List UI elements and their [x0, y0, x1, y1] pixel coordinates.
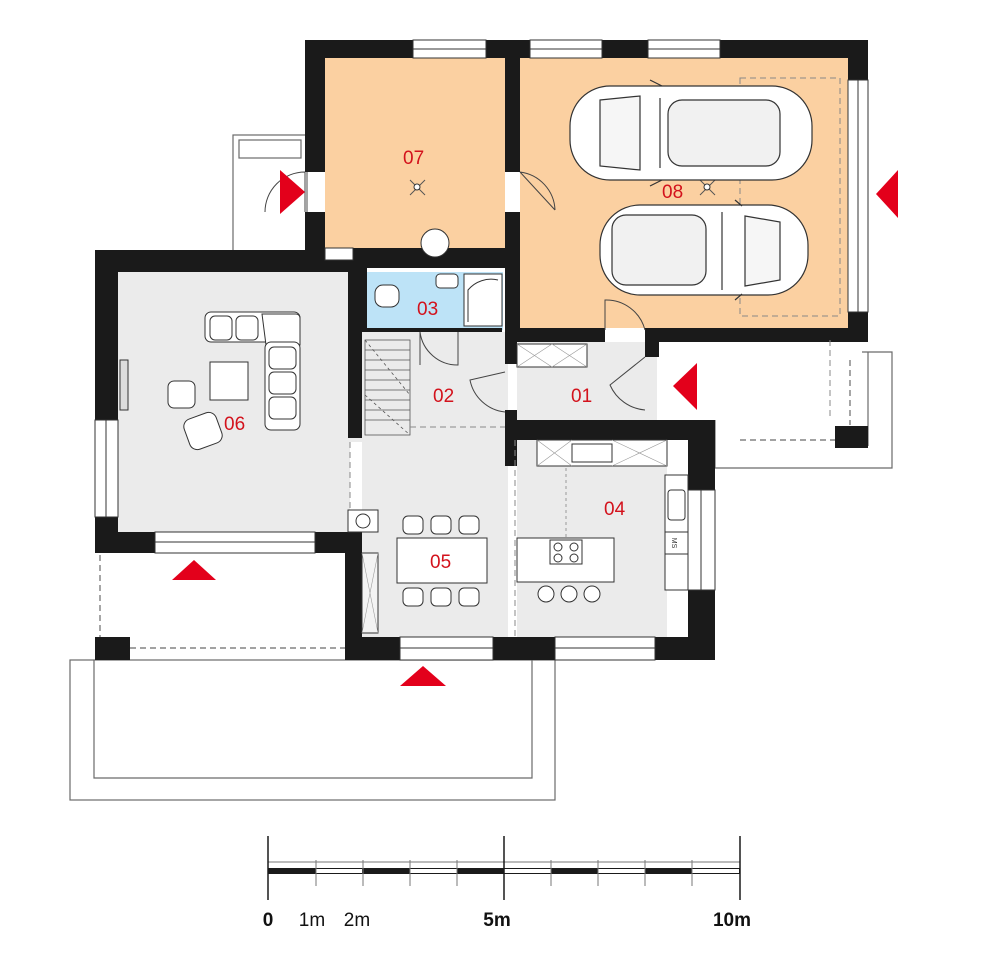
room-label-07: 07: [403, 148, 424, 169]
door-hall: [469, 371, 506, 413]
door-garage-entry: [604, 299, 646, 331]
scale-label-5m: 5m: [483, 910, 510, 931]
floor-hall: [350, 332, 508, 442]
armchair: [183, 411, 223, 451]
car-top: [569, 79, 813, 187]
wall-garage-top-3: [720, 40, 868, 58]
vestibule-cabinet: [516, 343, 588, 368]
arrow-entry: [673, 363, 697, 410]
arrow-dining: [400, 666, 446, 686]
wall-corner-pillar: [835, 426, 868, 448]
car-space: [739, 77, 841, 317]
wall-entry-right: [645, 342, 659, 357]
wall-dining-left: [345, 532, 362, 660]
wall-bath-bottom: [362, 328, 502, 332]
wall-kitchen-right-top: [688, 420, 715, 490]
wall-garage-bottom-left: [505, 328, 605, 342]
room-label-06: 06: [224, 414, 245, 435]
wall-garage-top-1: [505, 40, 530, 58]
dining-table: [396, 537, 488, 584]
room-label-02: 02: [433, 386, 454, 407]
washer: [420, 228, 450, 258]
room-label-05: 05: [430, 552, 451, 573]
terrace-outlines: [69, 134, 893, 801]
wall-stair-left: [348, 268, 362, 438]
wall-bath-left: [362, 268, 367, 332]
wall-front-2: [493, 637, 555, 660]
cars: [569, 79, 813, 301]
wall-front-3: [655, 637, 715, 660]
wall-middle-bottom: [505, 212, 520, 342]
entry-terrace: [714, 351, 893, 469]
dining-furniture: [347, 509, 488, 634]
wall-utility-top-left: [305, 40, 413, 58]
front-terrace-inner: [93, 660, 533, 779]
fridge: [664, 531, 689, 555]
windows: [94, 39, 869, 661]
wall-living-left-top: [95, 250, 118, 420]
wall-garage-bottom-right: [645, 328, 868, 342]
coffee-table: [209, 361, 249, 401]
utility-items: [324, 179, 716, 261]
door-bath: [419, 331, 459, 366]
sink: [667, 489, 686, 521]
side-terrace-left-bench: [238, 139, 302, 159]
thin-walls: [348, 268, 502, 438]
wall-entry-bottom: [505, 420, 715, 440]
entry-arrows: [172, 170, 898, 686]
scale-bar: 0 1m 2m 5m 10m: [263, 836, 751, 931]
scale-label-0: 0: [263, 910, 274, 931]
wall-living-bottom-left: [95, 532, 155, 553]
wall-front-1: [345, 637, 400, 660]
scale-label-1m: 1m: [299, 910, 325, 931]
room-label-08: 08: [662, 182, 683, 203]
wall-living-top: [95, 250, 365, 272]
pouf: [167, 380, 196, 409]
arrow-utility: [280, 170, 305, 214]
pillar-front-left: [95, 637, 130, 660]
wall-middle-top: [505, 40, 520, 172]
wall-garage-right-top: [848, 40, 868, 80]
stairs: [364, 339, 411, 436]
scale-label-2m: 2m: [344, 910, 370, 931]
room-labels: 01 02 03 04 05 06 07 08: [224, 148, 683, 573]
arrow-living: [172, 560, 216, 580]
arrow-garage: [876, 170, 898, 218]
washbasin: [435, 273, 459, 289]
room-label-03: 03: [417, 299, 438, 320]
front-terrace: [69, 659, 556, 801]
bath-fixtures: [374, 273, 503, 327]
walls: [95, 40, 868, 660]
room-label-04: 04: [604, 499, 626, 520]
room-label-01: 01: [571, 386, 592, 407]
wall-utility-left-top: [305, 40, 325, 172]
floor-living: [118, 272, 350, 532]
kitchen-furniture: [516, 439, 689, 603]
floor-utility: [325, 58, 505, 248]
fireplace: [119, 359, 129, 411]
wall-entry-left: [505, 342, 517, 364]
living-furniture: [119, 311, 301, 451]
shower: [463, 273, 503, 327]
fridge-label: MS: [670, 538, 677, 549]
car-bottom: [599, 199, 809, 301]
stair-flight: [364, 339, 411, 436]
toilet: [374, 284, 400, 308]
door-front-entry: [609, 356, 646, 411]
door-utility-garage: [519, 171, 556, 211]
doors: [264, 171, 646, 413]
scale-label-10m: 10m: [713, 910, 751, 931]
wall-garage-top-2: [602, 40, 648, 58]
